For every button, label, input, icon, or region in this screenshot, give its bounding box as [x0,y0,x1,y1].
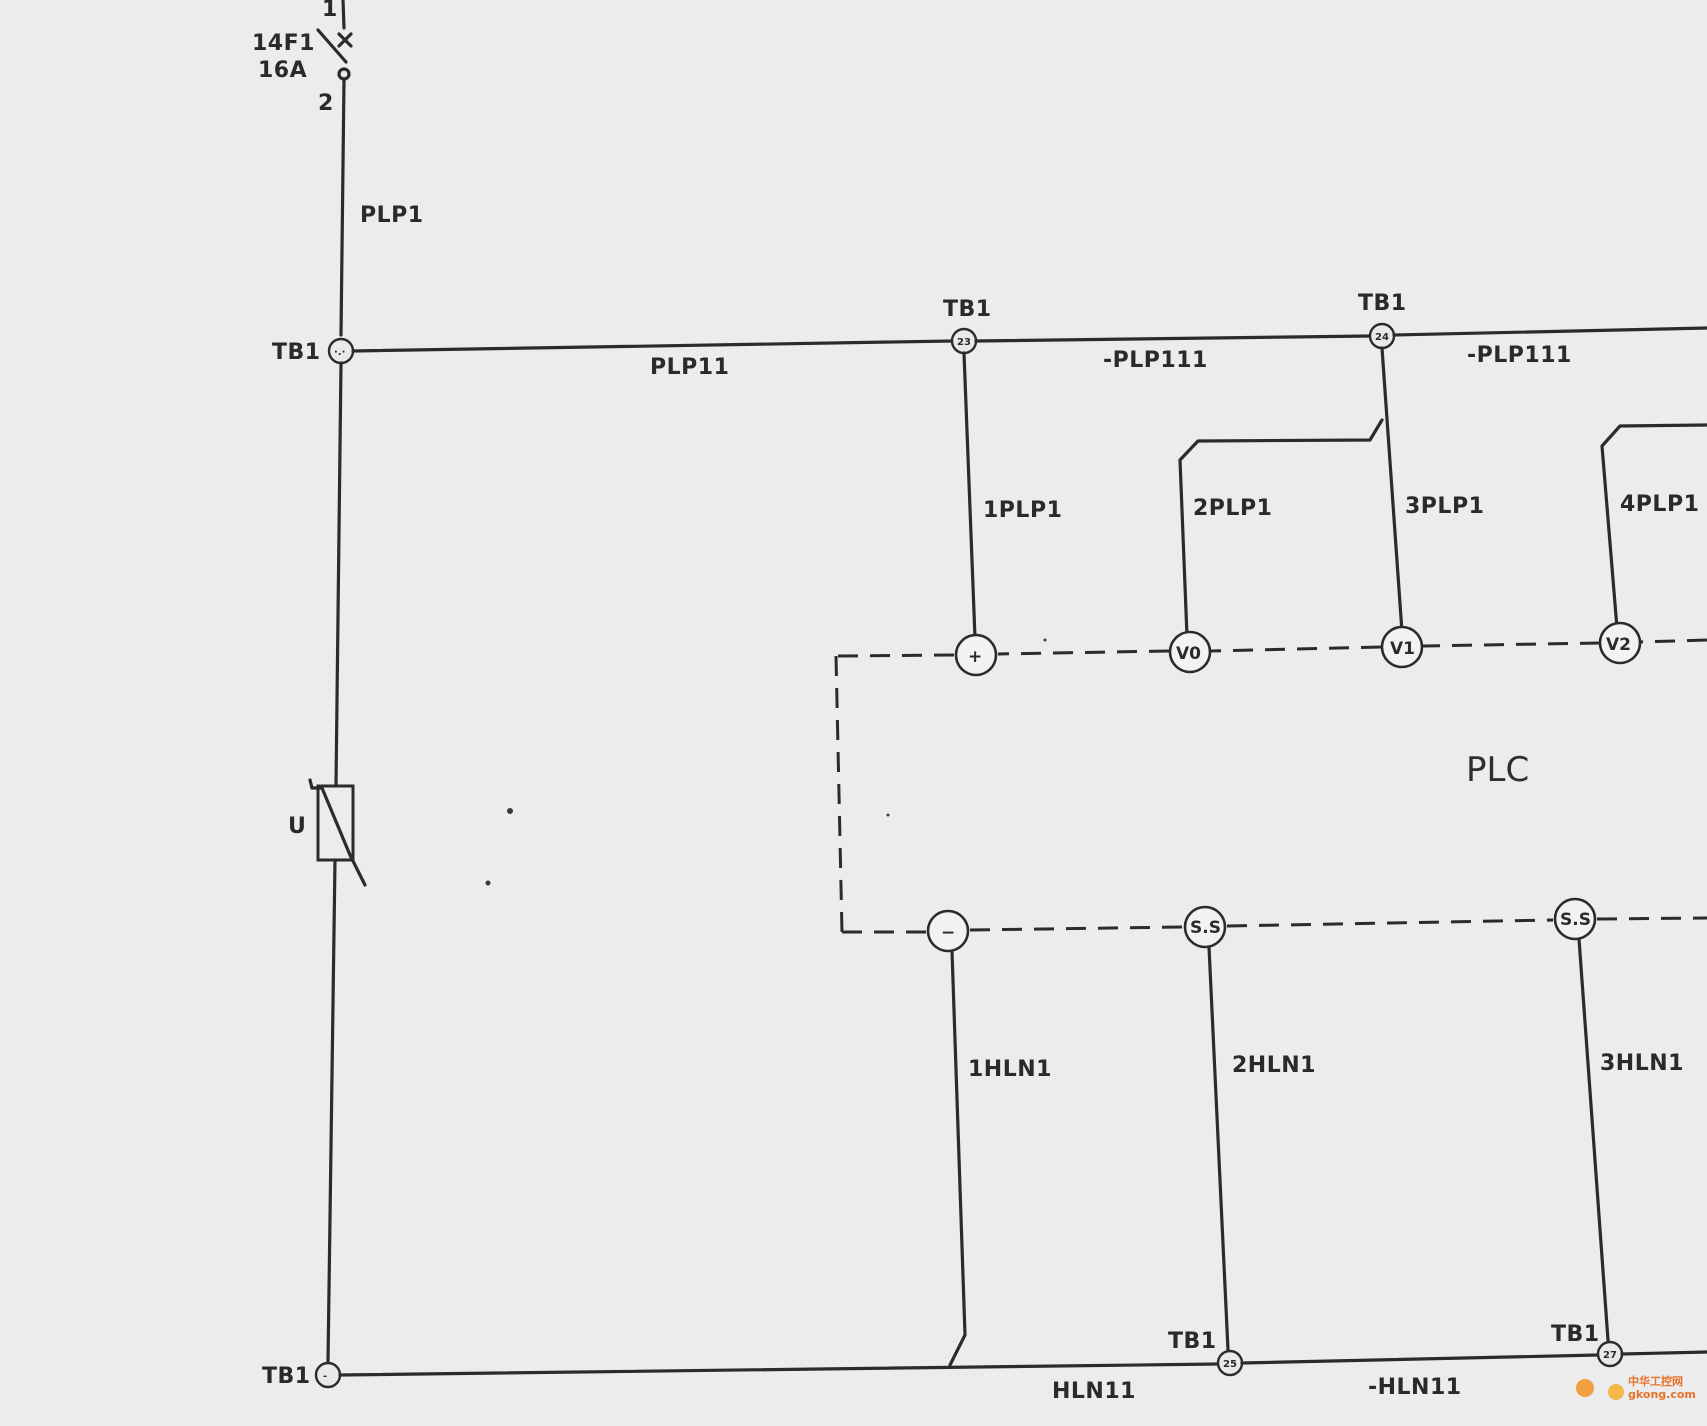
svg-text:+: + [968,647,982,667]
plc-terminal-ss-2: S.S [1553,897,1597,941]
svg-text:·.·: ·.· [334,347,345,358]
terminal-label-tb1-23: TB1 [943,297,992,322]
plc-terminal-minus: − [926,909,970,953]
wire-label-1plp1: 1PLP1 [983,498,1062,523]
watermark-line1: 中华工控网 [1628,1374,1683,1388]
wire-plp111-b [1392,326,1707,337]
wire-label-3plp1: 3PLP1 [1405,494,1484,519]
terminal-tb1-left-top: ·.· [327,337,355,365]
breaker-pin-bottom: 2 [318,91,334,116]
svg-text:24: 24 [1375,332,1389,343]
wire-plp1 [339,78,346,337]
wire-label-plp111-a: -PLP111 [1103,348,1208,373]
watermark-line2: gkong.com [1628,1388,1696,1401]
svg-text:-: - [323,1371,327,1382]
breaker-contact-icon [337,67,351,81]
wire-4plp1 [1600,423,1707,630]
terminal-label-tb1-24: TB1 [1358,291,1407,316]
varistor-label: U [288,814,306,839]
terminal-tb1-27: 27 [1596,1340,1624,1368]
terminal-label-tb1-left-top: TB1 [272,340,321,365]
wire-hln11 [338,1362,1220,1377]
wire-2plp1 [1178,418,1384,638]
breaker-14f1: 1 2 14F1 16A [252,0,353,116]
wire-label-2plp1: 2PLP1 [1193,496,1272,521]
wire-1plp1 [962,351,977,640]
plc-terminal-plus: + [954,633,998,677]
terminal-tb1-24: 24 [1368,322,1396,350]
plc-terminal-v2: V2 [1598,621,1642,665]
wire-2hln1 [1207,945,1230,1352]
wire-left-rail-upper [334,361,343,787]
wire-label-3hln1: 3HLN1 [1600,1051,1684,1076]
svg-text:25: 25 [1223,1359,1237,1370]
terminal-tb1-25: 25 [1216,1349,1244,1377]
terminal-label-tb1-27: TB1 [1551,1322,1600,1347]
terminal-label-tb1-25: TB1 [1168,1329,1217,1354]
svg-text:−: − [941,923,955,943]
wire-3hln1 [1577,937,1610,1342]
wire-plp11 [351,339,954,353]
plc-terminal-v1: V1 [1380,625,1424,669]
plc-terminal-v0: V0 [1168,630,1212,674]
svg-text:S.S: S.S [1190,918,1221,938]
svg-text:S.S: S.S [1560,910,1591,930]
svg-text:V1: V1 [1390,639,1415,659]
terminal-tb1-left-bottom: - [314,1361,342,1389]
wire-hln11-b [1240,1353,1600,1365]
svg-text:V0: V0 [1176,644,1201,664]
wire-left-rail-lower [326,858,337,1364]
breaker-designator: 14F1 [252,31,315,56]
breaker-pin-top: 1 [322,0,338,22]
wire-label-2hln1: 2HLN1 [1232,1053,1316,1078]
wire-label-4plp1: 4PLP1 [1620,492,1699,517]
svg-text:V2: V2 [1606,635,1631,655]
wire-3plp1 [1380,346,1404,634]
svg-text:23: 23 [957,337,971,348]
plc-terminal-ss-1: S.S [1183,905,1227,949]
wire-label-hln11: HLN11 [1052,1379,1136,1404]
wire-label-plp11: PLP11 [650,355,729,380]
terminal-tb1-23: 23 [950,327,978,355]
plc-title: PLC [1466,750,1529,790]
wire-hln11-c [1620,1350,1707,1356]
wire-1hln1 [948,949,967,1367]
gkong-watermark: 中华工控网 gkong.com [1576,1374,1696,1401]
wire-label-plp1: PLP1 [360,203,424,228]
wire-plp111-a [974,334,1372,343]
svg-text:27: 27 [1603,1350,1617,1361]
wire-label-hln11-b: -HLN11 [1368,1375,1462,1400]
wire-label-1hln1: 1HLN1 [968,1057,1052,1082]
varistor-icon [308,778,367,887]
paper-specks [485,638,1047,886]
plc-module: PLC [834,638,1707,934]
wire-label-plp111-b: -PLP111 [1467,343,1572,368]
breaker-rating: 16A [258,58,307,83]
terminal-label-tb1-left-bottom: TB1 [262,1364,311,1389]
